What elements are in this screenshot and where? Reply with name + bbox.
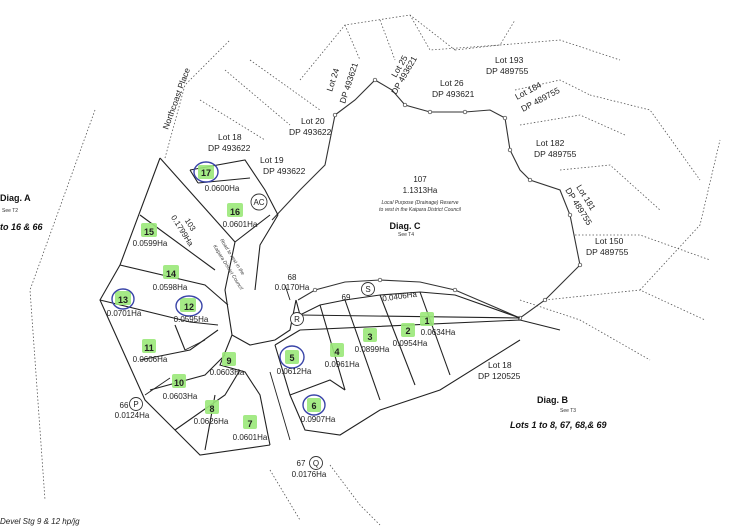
lot-17-number: 17 (201, 168, 211, 178)
lot-66-area: 0.0124Ha (115, 411, 150, 420)
lot-10-area: 0.0603Ha (163, 392, 198, 401)
lot18b-label: Lot 18 (488, 360, 512, 370)
lot-2-area: 0.0954Ha (393, 339, 428, 348)
diag-b-see: See T3 (560, 408, 576, 414)
diag-b: Diag. B See T3 Lots 1 to 8, 67, 68,& 69 (510, 395, 607, 430)
lot-8-number: 8 (209, 404, 214, 414)
lot150-dp: DP 489755 (586, 247, 629, 257)
lot-1-area: 0.0634Ha (421, 328, 456, 337)
lot-14-area: 0.0598Ha (153, 283, 188, 292)
leader-lines (144, 284, 291, 441)
diag-a-title: Diag. A (0, 193, 31, 203)
lot-69-number: 69 (342, 293, 351, 302)
lot20-dp: DP 493622 (289, 127, 332, 137)
lot-12-area: 0.0595Ha (174, 315, 209, 324)
lot18a-label: Lot 18 (218, 132, 242, 142)
street-name: Northcoast Place (160, 66, 192, 130)
lot-7-area: 0.0601Ha (233, 433, 268, 442)
neighbour-boundaries (29, 14, 721, 526)
lot-15-number: 15 (144, 227, 154, 237)
lot-13-number: 13 (118, 295, 128, 305)
lot-1-number: 1 (424, 316, 429, 326)
footer-note: Devel Stg 9 & 12 hp/jg (0, 517, 80, 526)
reserve-desc2: to vest in the Kaipara District Council (379, 207, 462, 213)
diag-b-lots: Lots 1 to 8, 67, 68,& 69 (510, 420, 607, 430)
reserve-boundary-vertices (312, 77, 583, 321)
lot-12-number: 12 (184, 302, 194, 312)
lot-6-area: 0.0907Ha (301, 415, 336, 424)
diag-a-see: See T2 (2, 208, 18, 214)
lot-68-number: 68 (288, 273, 297, 282)
lot193-label: Lot 193 (495, 55, 524, 65)
lot-16-area: 0.0601Ha (223, 220, 258, 229)
diag-a: Diag. A See T2 to 16 & 66 (0, 193, 44, 232)
lot-7-number: 7 (247, 419, 252, 429)
lot18a-dp: DP 493622 (208, 143, 251, 153)
lot-9-number: 9 (226, 356, 231, 366)
special-lot-labels: 68 0.0170Ha 69 0.0406Ha 66 0.0124Ha 67 0… (115, 273, 418, 479)
lot-17-area: 0.0600Ha (205, 184, 240, 193)
lot-4-area: 0.0961Ha (325, 360, 360, 369)
lot-4-number: 4 (334, 347, 339, 357)
lot193-dp: DP 489755 (486, 66, 529, 76)
lot-2-number: 2 (405, 326, 410, 336)
lot-6-number: 6 (311, 401, 316, 411)
lot182-dp: DP 489755 (534, 149, 577, 159)
diag-b-title: Diag. B (537, 395, 569, 405)
lot19-dp: DP 493622 (263, 166, 306, 176)
lot-highlights (115, 165, 434, 429)
lot26-dp: DP 493621 (432, 89, 475, 99)
lot-14-number: 14 (166, 269, 176, 279)
lot26-label: Lot 26 (440, 78, 464, 88)
lot-11-number: 11 (144, 343, 154, 353)
reserve-number: 107 (413, 175, 427, 184)
lot-67-number: 67 (297, 459, 306, 468)
lot-16-number: 16 (230, 207, 240, 217)
lot-labels: 1 0.0634Ha 2 0.0954Ha 3 0.0899Ha 4 0.096… (107, 168, 456, 442)
reserve-107-label: 107 1.1313Ha Local Purpose (Drainage) Re… (379, 175, 462, 238)
marker-labels: AC R S P Q (133, 198, 370, 468)
marker-s: S (365, 285, 370, 294)
lot-11-area: 0.0606Ha (133, 355, 168, 364)
lot-68-area: 0.0170Ha (275, 283, 310, 292)
lot-3-number: 3 (367, 332, 372, 342)
marker-r: R (294, 315, 300, 324)
reserve-desc1: Local Purpose (Drainage) Reserve (382, 200, 459, 206)
reserve-diag: Diag. C (389, 221, 421, 231)
lot20-label: Lot 20 (301, 116, 325, 126)
reserve-see: See T4 (398, 232, 414, 238)
lot-69-area: 0.0406Ha (382, 290, 418, 304)
marker-q: Q (313, 459, 319, 468)
marker-p: P (133, 400, 138, 409)
markers (129, 193, 375, 470)
lot-5-area: 0.0612Ha (277, 367, 312, 376)
lot150-label: Lot 150 (595, 236, 624, 246)
lot24-label: Lot 24 (324, 67, 341, 93)
lot-boundaries (99, 157, 561, 456)
lot-8-area: 0.0626Ha (194, 417, 229, 426)
diag-a-lots: to 16 & 66 (0, 222, 44, 232)
lot-66-number: 66 (120, 401, 129, 410)
lot19-label: Lot 19 (260, 155, 284, 165)
lot-selection-circles (111, 161, 326, 416)
lot-67-area: 0.0176Ha (292, 470, 327, 479)
lot-10-number: 10 (174, 378, 184, 388)
lot18b-dp: DP 120525 (478, 371, 521, 381)
lot-3-area: 0.0899Ha (355, 345, 390, 354)
lot-13-area: 0.0701Ha (107, 309, 142, 318)
neighbour-labels: Lot 18 DP 493622 Lot 19 DP 493622 Lot 20… (208, 53, 629, 381)
lot182-label: Lot 182 (536, 138, 565, 148)
lot-5-number: 5 (289, 353, 294, 363)
lot-9-area: 0.0603Ha (210, 368, 245, 377)
lot-15-area: 0.0599Ha (133, 239, 168, 248)
reserve-area: 1.1313Ha (403, 186, 438, 195)
marker-ac: AC (253, 198, 264, 207)
